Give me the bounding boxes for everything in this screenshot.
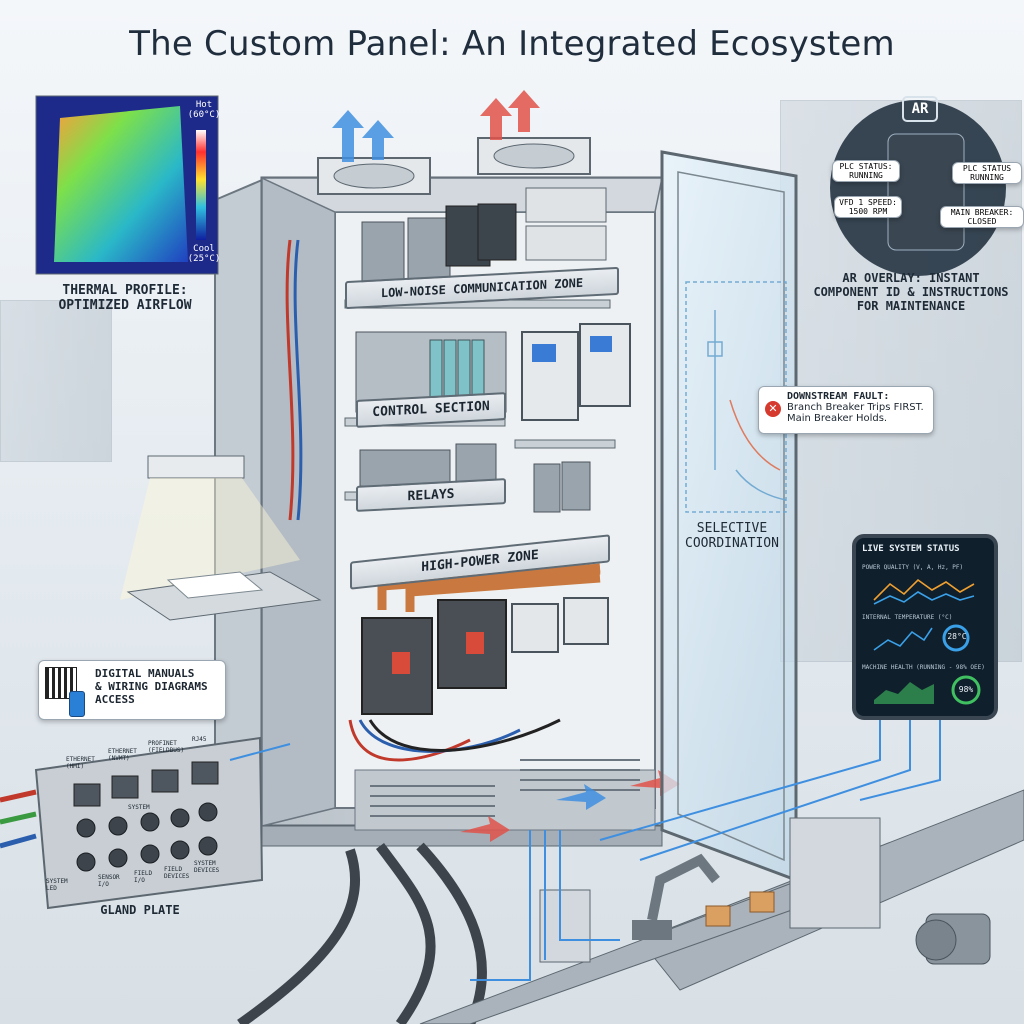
hot-value: (60°C) [187,110,221,121]
gland-port-label: RJ45 [192,736,207,743]
ethernet-ports [73,761,219,807]
vfd-drives [521,323,631,421]
ar-badge: AR [902,96,938,122]
thermal-caption-line1: THERMAL PROFILE: [62,283,188,298]
tablet-temperature-label: INTERNAL TEMPERATURE (°C) [862,614,953,621]
light-beam [120,478,300,600]
selective-line2: COORDINATION [685,535,779,551]
ar-tablet [887,133,965,251]
vfd-speed-value: 1500 RPM [848,207,888,216]
tablet-power-quality-label: POWER QUALITY (V, A, Hz, PF) [862,564,964,571]
selective-line1: SELECTIVE [696,521,768,536]
error-icon: ✕ [765,401,781,417]
manuals-line3: ACCESS [95,693,135,707]
temperature-chart [873,627,933,651]
main-breaker-value: CLOSED [967,217,997,226]
ar-caption-line2: COMPONENT ID & INSTRUCTIONS [813,284,1009,299]
gland-led-label: SYSTEM LED [46,878,68,892]
gland-port-label: ETHERNET (NVMT) [108,748,137,762]
plc-status-value: RUNNING [849,171,883,180]
plc-status-value: RUNNING [970,173,1004,182]
product-box [749,891,775,913]
power-quality-chart [873,578,975,605]
signal-lines [229,720,941,981]
wiring-bundle [285,239,561,762]
power-breakers [361,599,507,715]
ar-caption: AR OVERLAY: INSTANT COMPONENT ID & INSTR… [800,271,1022,313]
vent-slots [370,759,640,817]
m12-connectors [76,802,218,872]
ar-caption-line1: AR OVERLAY: INSTANT [842,271,980,285]
page-title: The Custom Panel: An Integrated Ecosyste… [129,24,895,64]
manuals-line2: & WIRING DIAGRAMS [95,680,208,694]
ar-plc-status-left: PLC STATUS: RUNNING [832,160,900,182]
machine-station [789,817,881,929]
gland-section-label: FIELD I/O [134,870,153,884]
health-chart [874,682,934,704]
tablet-title: LIVE SYSTEM STATUS [862,544,960,554]
background-desk [0,300,112,462]
status-tablet [852,534,998,720]
plc-status-label: PLC STATUS: [839,162,893,171]
cool-label: Cool [193,244,215,254]
contactors [511,597,609,653]
fault-callout: ✕ DOWNSTREAM FAULT: Branch Breaker Trips… [758,386,934,434]
thermal-cool-label: Cool (25°C) [186,244,222,265]
coordination-diagram [685,281,787,513]
health-gauge [951,675,981,705]
field-cables [0,789,487,1024]
selective-coordination-label: SELECTIVE COORDINATION [668,521,796,552]
smartphone-icon [69,691,85,717]
relay-modules [359,443,591,513]
fault-line2: Main Breaker Holds. [787,413,888,424]
work-light [147,455,245,479]
ar-vfd-speed: VFD 1 SPEED: 1500 RPM [834,196,902,218]
vfd-speed-label: VFD 1 SPEED: [839,198,897,207]
hot-air-arrows-top [480,90,540,140]
thermal-heatmap [54,106,188,262]
gland-port-label: PROFINET (FIELDBUS) [148,740,185,754]
thermal-hot-label: Hot (60°C) [186,100,222,121]
product-box [705,905,731,927]
plc-modules [429,339,485,399]
gland-section-label: SENSOR I/O [98,874,120,888]
fault-line1: Branch Breaker Trips FIRST. [787,402,924,413]
gland-port-label: ETHERNET (HMI) [66,756,95,770]
wiring-document [166,571,264,599]
tablet-health-label: MACHINE HEALTH (RUNNING - 98% OEE) [862,664,985,671]
network-switches [361,187,607,289]
gland-section-label: SYSTEM [128,804,150,811]
hot-label: Hot [195,100,213,110]
tablet-temperature-value: 28°C [947,632,967,641]
thermal-scale-bar [196,130,206,240]
plc-status-label: PLC STATUS [962,164,1012,173]
temperature-gauge [942,624,970,652]
ar-caption-line3: FOR MAINTENANCE [856,298,966,313]
manuals-line1: DIGITAL MANUALS [95,667,195,680]
gland-section-label: FIELD DEVICES [164,866,190,880]
manuals-text: DIGITAL MANUALS & WIRING DIAGRAMS ACCESS [95,667,208,707]
gland-plate-caption: GLAND PLATE [100,903,180,917]
ar-plc-status-right: PLC STATUS RUNNING [952,162,1022,184]
cool-air-arrows-top [332,110,394,162]
glass-door [660,150,798,883]
electric-motor [915,913,991,965]
gland-section-label: SYSTEM DEVICES [194,860,220,874]
manuals-callout: DIGITAL MANUALS & WIRING DIAGRAMS ACCESS [38,660,226,720]
cool-value: (25°C) [187,254,221,265]
ar-main-breaker: MAIN BREAKER: CLOSED [940,206,1024,228]
fault-heading: DOWNSTREAM FAULT: [787,391,890,402]
thermal-caption: THERMAL PROFILE: OPTIMIZED AIRFLOW [20,283,230,314]
tablet-health-value: 98% [958,685,974,694]
main-breaker-label: MAIN BREAKER: [950,208,1014,217]
field-io-box [539,889,591,963]
robot-arm [632,853,720,940]
thermal-caption-line2: OPTIMIZED AIRFLOW [58,297,192,313]
